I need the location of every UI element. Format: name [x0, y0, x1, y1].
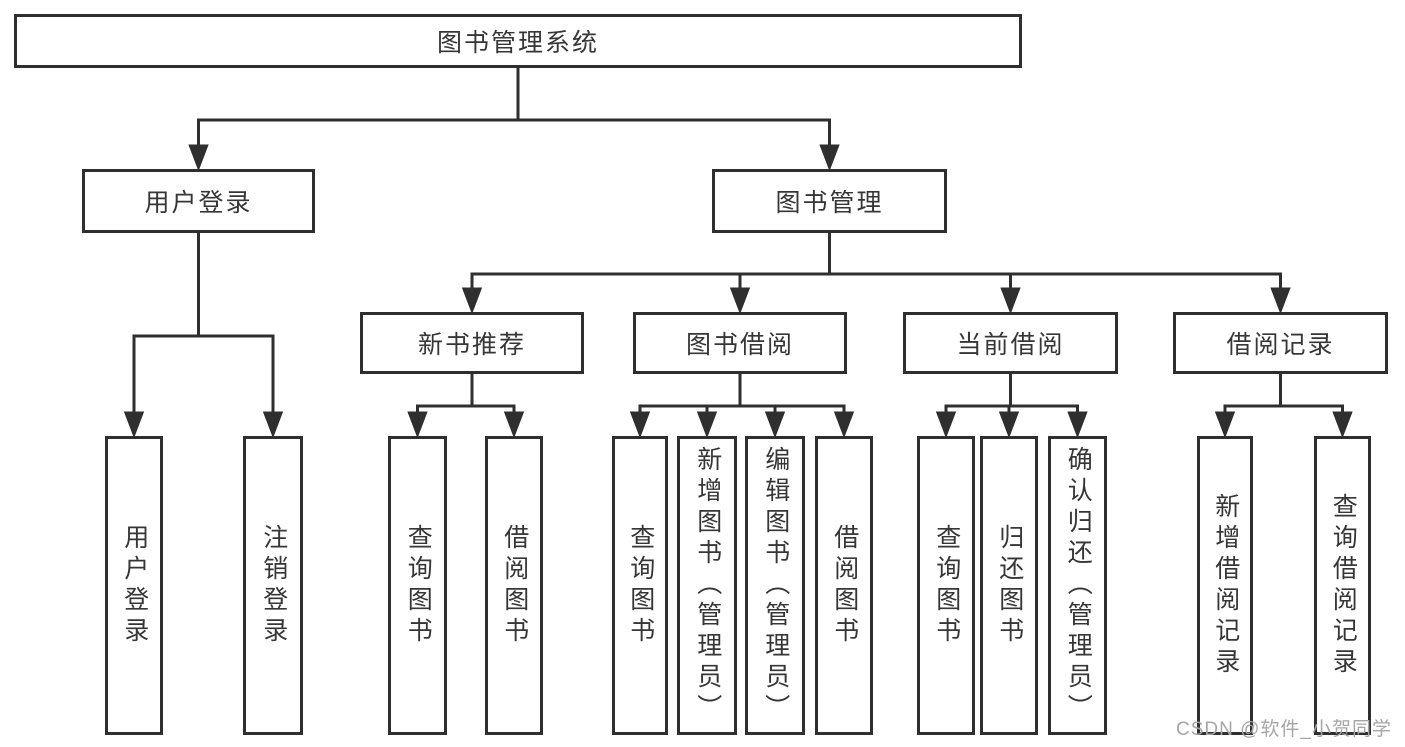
leaf-label: 注销登录	[259, 523, 288, 648]
node-label: 用户登录	[144, 189, 253, 217]
leaf-label: 用户登录	[120, 523, 149, 648]
arrowhead-icon	[935, 411, 957, 439]
arrowhead-icon	[629, 411, 651, 439]
leaf-edit-book-admin: 编辑图书（管理员）	[745, 436, 805, 735]
node-borrowing-records: 借阅记录	[1173, 312, 1388, 374]
node-book-management: 图书管理	[712, 169, 947, 233]
node-library-system: 图书管理系统	[14, 14, 1022, 68]
leaf-add-borrow-record: 新增借阅记录	[1197, 436, 1253, 735]
leaf-label: 借阅图书	[500, 523, 529, 648]
node-label: 图书借阅	[685, 331, 794, 359]
connector-current-borrowing	[935, 374, 1088, 439]
arrowhead-icon	[833, 411, 855, 439]
node-book-borrowing: 图书借阅	[633, 312, 847, 374]
connector-root	[188, 68, 840, 172]
connector-book-borrowing	[629, 374, 855, 439]
node-label: 图书管理	[775, 189, 884, 217]
arrowhead-icon	[764, 411, 786, 439]
leaf-label: 借阅图书	[830, 523, 859, 648]
node-label: 当前借阅	[956, 331, 1065, 359]
node-new-book-recommend: 新书推荐	[360, 312, 584, 374]
connector-borrowing-records	[1214, 374, 1353, 439]
arrowhead-icon	[461, 287, 483, 315]
leaf-label: 查询图书	[932, 523, 961, 648]
leaf-user-login: 用户登录	[105, 436, 163, 735]
connector-user-login	[123, 233, 284, 439]
leaf-borrow-books-recommend: 借阅图书	[485, 436, 543, 735]
arrowhead-icon	[262, 411, 284, 439]
csdn-watermark: CSDN @软件_小贺同学	[1176, 719, 1392, 740]
leaf-label: 新增图书（管理员）	[693, 446, 722, 725]
connector-book-management	[461, 233, 1291, 315]
leaf-label: 查询借阅记录	[1329, 492, 1358, 679]
node-current-borrowing: 当前借阅	[903, 312, 1118, 374]
leaf-return-book: 归还图书	[980, 436, 1038, 735]
arrowhead-icon	[407, 411, 428, 439]
arrowhead-icon	[1270, 287, 1291, 315]
connector-new-book-recommend	[407, 374, 525, 439]
leaf-label: 查询图书	[626, 523, 655, 648]
arrowhead-icon	[503, 411, 525, 439]
arrowhead-icon	[696, 411, 718, 439]
leaf-query-books-current: 查询图书	[917, 436, 975, 735]
leaf-borrow-books: 借阅图书	[815, 436, 873, 735]
node-user-login: 用户登录	[82, 169, 315, 233]
leaf-label: 新增借阅记录	[1211, 492, 1240, 679]
leaf-confirm-return-admin: 确认归还（管理员）	[1048, 436, 1107, 735]
arrowhead-icon	[1067, 411, 1088, 439]
node-label: 借阅记录	[1226, 331, 1335, 359]
leaf-label: 编辑图书（管理员）	[761, 446, 790, 725]
leaf-label: 确认归还（管理员）	[1064, 446, 1093, 725]
leaf-query-borrow-record: 查询借阅记录	[1314, 436, 1371, 735]
leaf-query-books-borrow: 查询图书	[612, 436, 668, 735]
arrowhead-icon	[819, 144, 840, 172]
arrowhead-icon	[729, 287, 751, 315]
arrowhead-icon	[998, 411, 1020, 439]
leaf-label: 归还图书	[995, 523, 1024, 648]
node-label: 新书推荐	[417, 331, 526, 359]
arrowhead-icon	[123, 411, 145, 439]
node-label: 图书管理系统	[436, 29, 599, 57]
leaf-label: 查询图书	[404, 523, 433, 648]
arrowhead-icon	[1214, 411, 1236, 439]
leaf-logout: 注销登录	[243, 436, 303, 735]
leaf-query-books-recommend: 查询图书	[388, 436, 447, 735]
arrowhead-icon	[1000, 287, 1021, 315]
arrowhead-icon	[1332, 411, 1353, 439]
arrowhead-icon	[188, 144, 209, 172]
leaf-add-book-admin: 新增图书（管理员）	[677, 436, 737, 735]
